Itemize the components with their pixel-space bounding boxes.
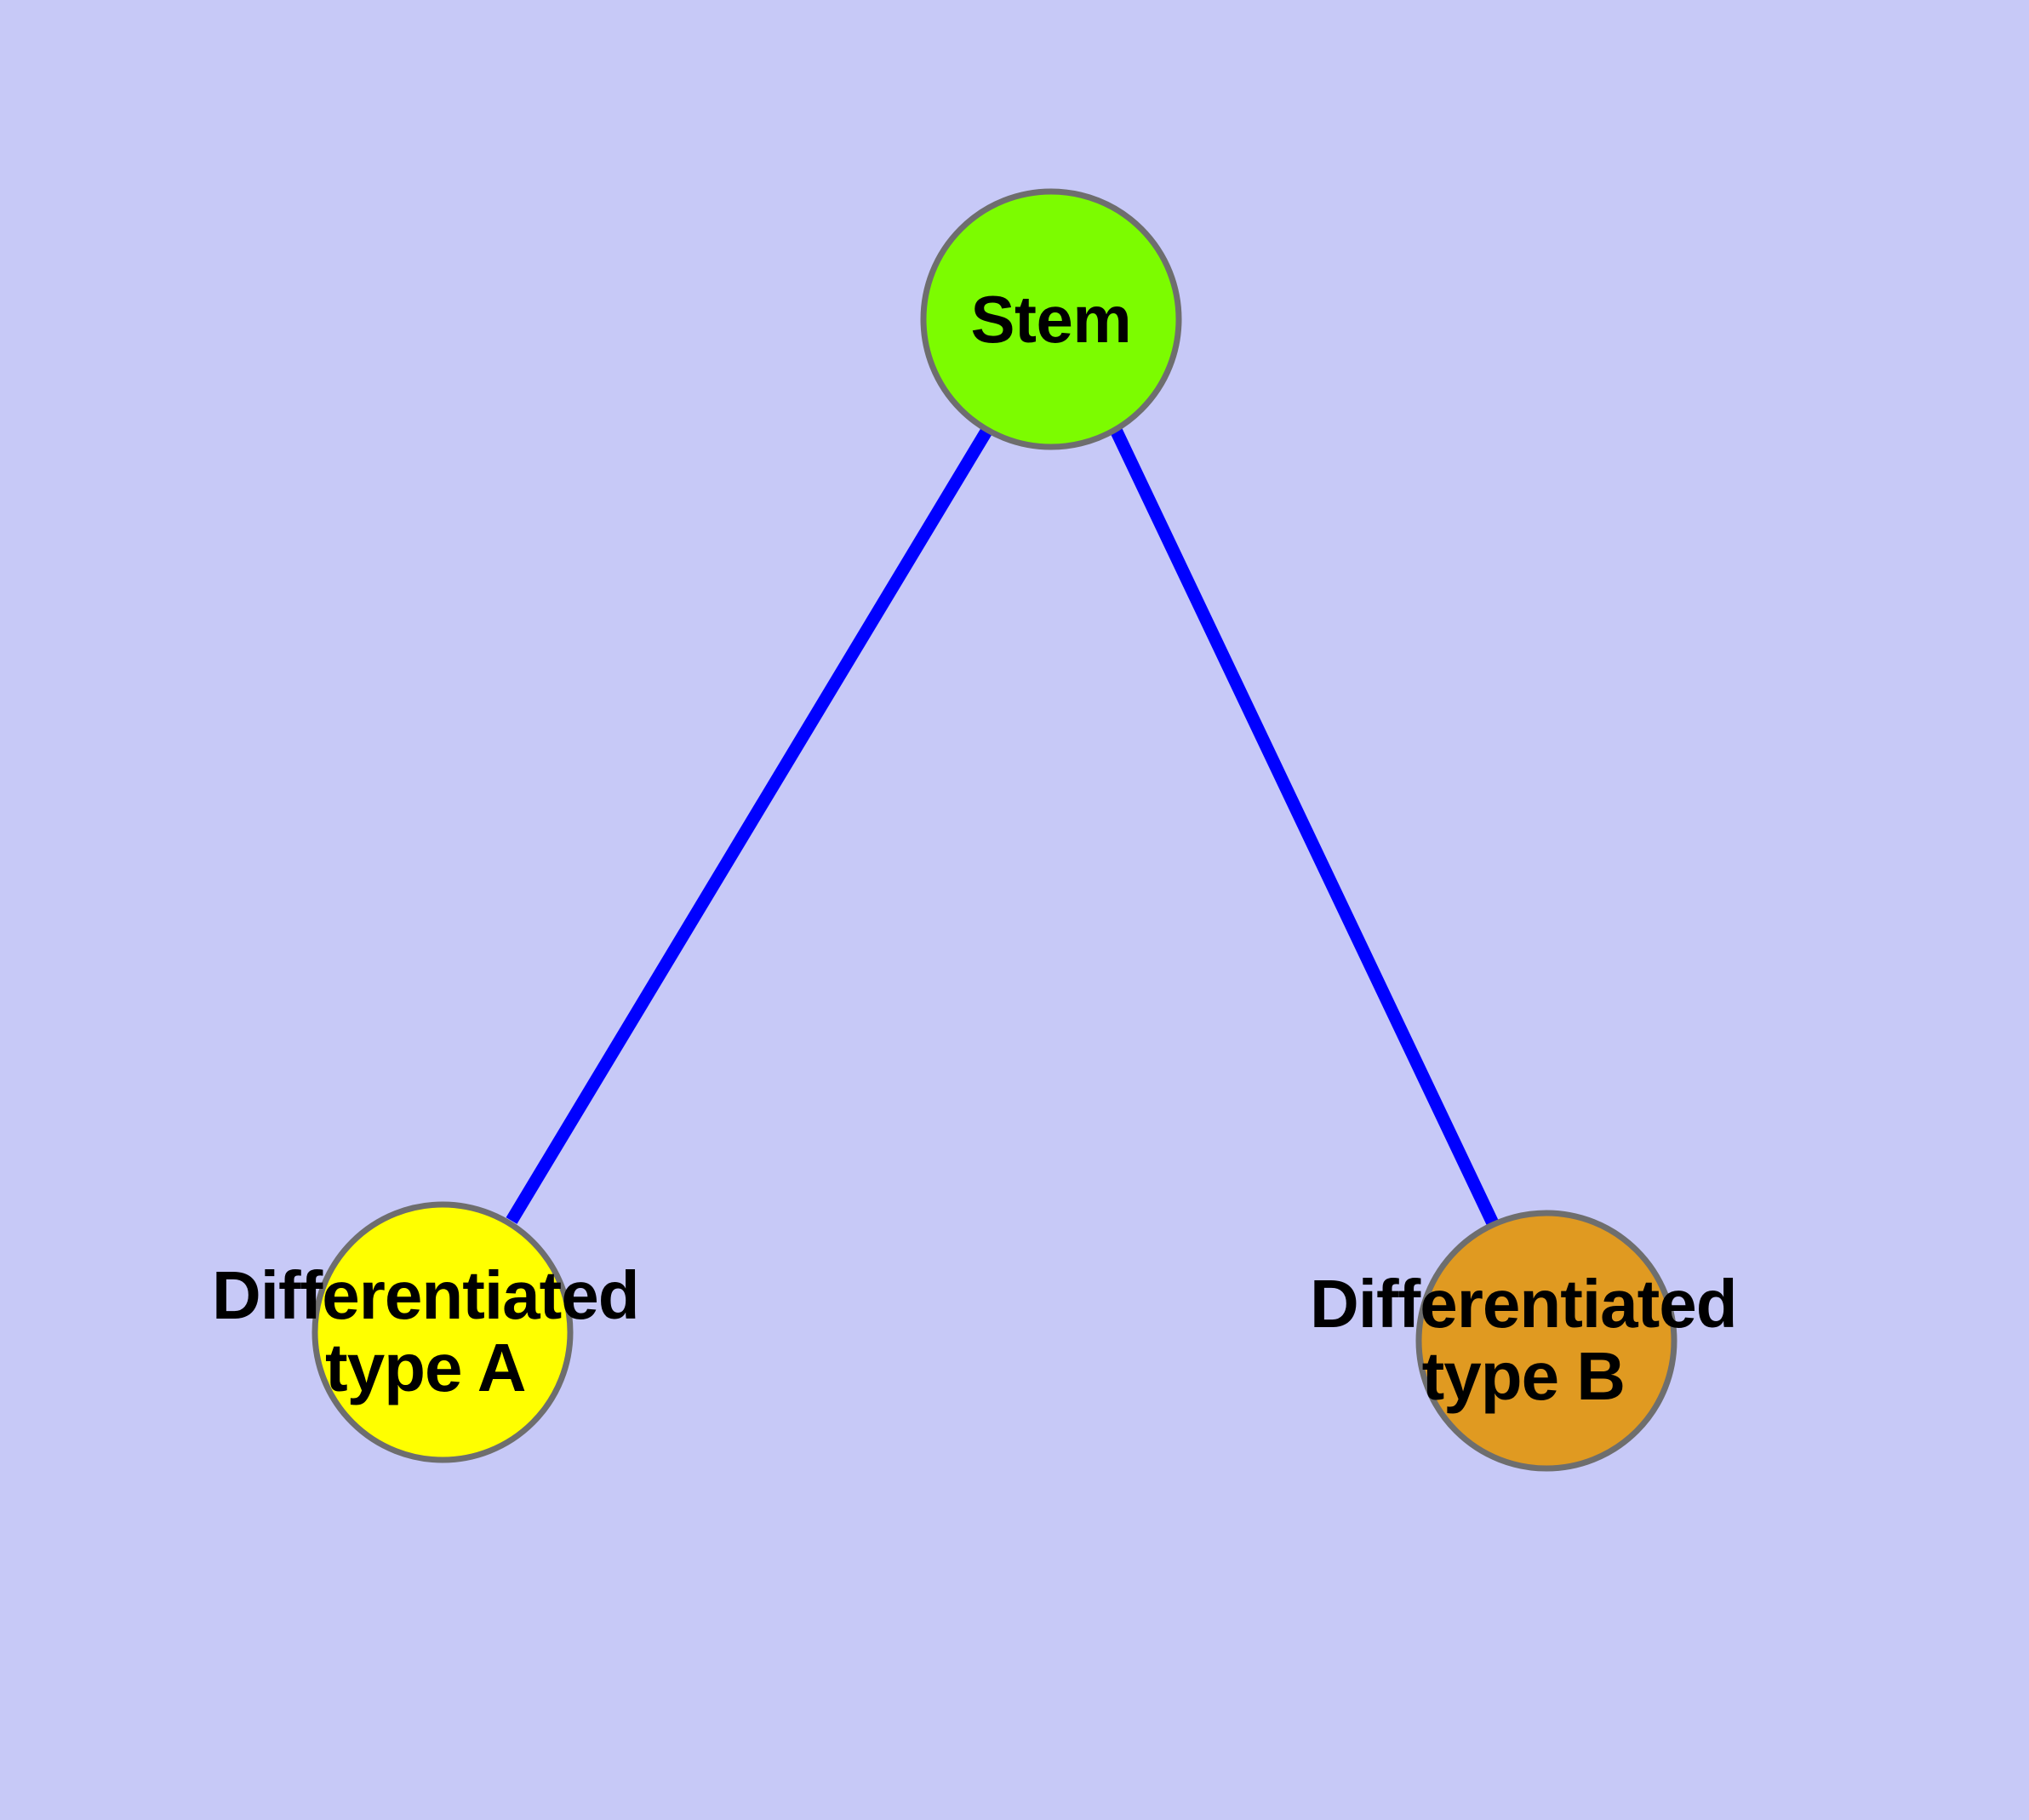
node-type-b[interactable] bbox=[1415, 1210, 1677, 1472]
edges-layer bbox=[506, 426, 1499, 1227]
nodes-layer bbox=[311, 188, 1677, 1472]
edge-stem-to-type-b bbox=[1110, 426, 1499, 1227]
node-stem[interactable] bbox=[920, 188, 1182, 450]
edge-stem-to-type-a bbox=[506, 426, 993, 1224]
node-type-a[interactable] bbox=[311, 1201, 574, 1463]
